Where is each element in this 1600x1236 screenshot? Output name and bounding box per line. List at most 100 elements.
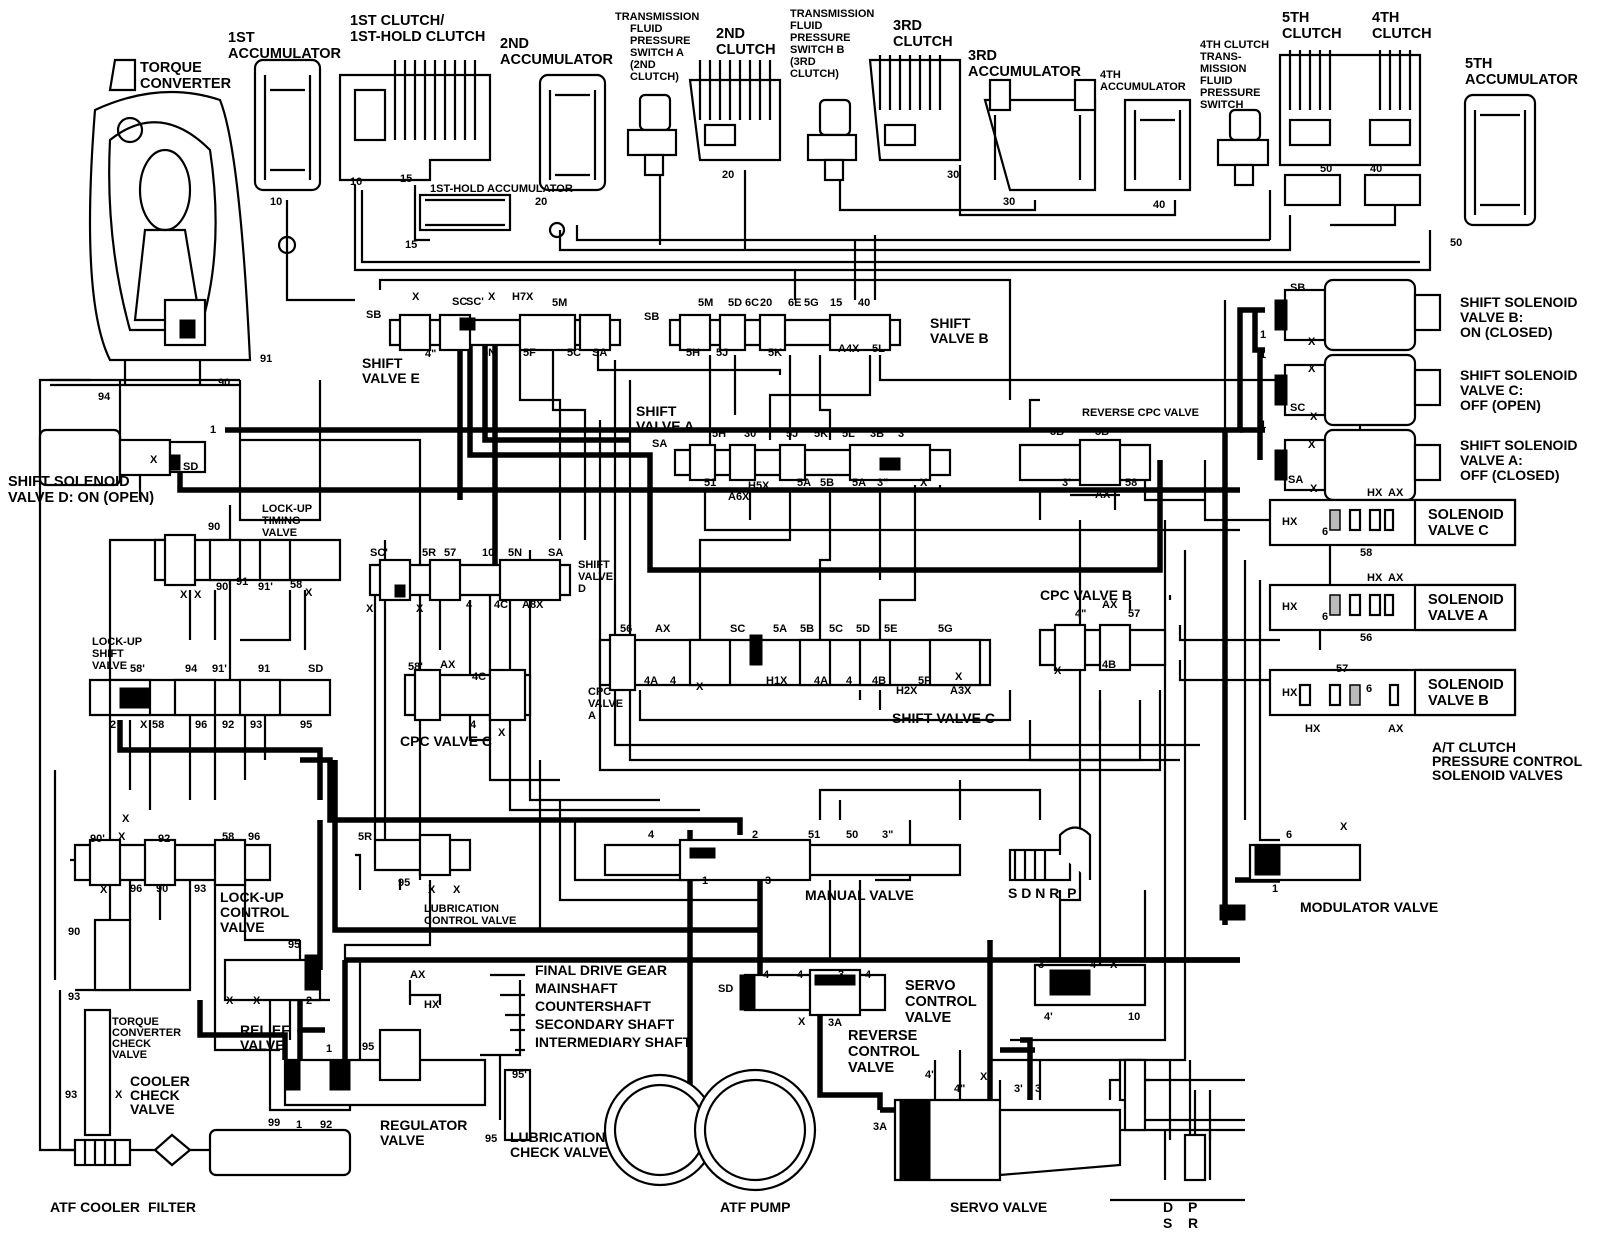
label-pos-p: P [1188,1199,1197,1215]
port-label: AX [410,969,426,981]
label-switch-4th-2: TRANS- [1200,51,1242,63]
label-at-clutch-pc-3: SOLENOID VALVES [1432,767,1563,783]
port-label: 4 [763,969,770,981]
port-label: SB [1290,282,1305,294]
port-label: 6 [1286,829,1292,841]
label-atf-pump: ATF PUMP [720,1199,791,1215]
label-solenoid-valve-a-1: SOLENOID [1428,592,1504,608]
label-solenoid-d-1: SHIFT SOLENOID [8,474,130,490]
port-label: 5M [552,297,567,309]
port-label: SB [644,311,659,323]
port-label: 30 [1003,196,1015,208]
label-relief-1: RELIEF [240,1022,290,1038]
label-secondary-shaft: SECONDARY SHAFT [535,1016,675,1032]
port-label: 6C [745,297,759,309]
label-solenoid-a-2: VALVE A: [1460,452,1523,468]
label-switch-4th-6: SWITCH [1200,99,1243,111]
label-manual-valve: MANUAL VALVE [805,887,914,903]
port-label: X [1054,665,1062,677]
port-label: 5H [686,347,700,359]
port-label: X [366,603,374,615]
port-label: 30 [744,428,756,440]
port-label: 10 [482,547,494,559]
label-clutch-3rd-1: 3RD [893,18,922,34]
label-shift-valve-d-1: SHIFT [578,559,610,571]
port-label: H2X [896,685,918,697]
port-label: 5A [773,623,787,635]
port-label: 5A [797,477,811,489]
port-label: X [140,719,148,731]
port-label: 1 [326,1043,332,1055]
port-label: 3 [838,969,844,981]
port-label: X [115,1089,123,1101]
label-lockup-shift-3: VALVE [92,660,127,672]
port-label: AX [1095,489,1111,501]
port-label: 10 [1128,1011,1140,1023]
port-label: 5G [804,297,819,309]
label-accumulator-1st-hold: 1ST-HOLD ACCUMULATOR [430,183,573,195]
port-label: 1 [702,875,708,887]
port-label: 58 [1125,477,1137,489]
label-cpc-c: CPC VALVE C [400,733,492,749]
port-label: 4 [797,969,804,981]
label-reverse-control-1: REVERSE [848,1028,918,1044]
port-label: 5R [358,831,372,843]
label-manual-positions: S D N R P [1008,885,1076,901]
label-solenoid-valve-b-1: SOLENOID [1428,677,1504,693]
port-label: 92 [222,719,234,731]
port-label: 3" [882,829,893,841]
label-clutch-2nd-2: CLUTCH [716,42,776,58]
port-label: 95' [512,1069,527,1081]
port-label: 20 [535,196,547,208]
port-label: 91' [258,581,273,593]
port-label: 5C [567,347,581,359]
port-label: X [498,727,506,739]
label-reverse-control-2: CONTROL [848,1044,920,1060]
port-label: 91 [260,353,272,365]
port-label: 3 [1035,1083,1041,1095]
label-switch-a-3: PRESSURE [630,35,691,47]
port-label: 3" [877,477,888,489]
label-accumulator-5th-2: ACCUMULATOR [1465,72,1579,88]
port-label: 4" [1075,608,1086,620]
clutch-2nd [688,60,782,162]
label-switch-a-1: TRANSMISSION [615,11,699,23]
clutch-5th-4th [1278,50,1422,207]
port-label: X [980,1071,988,1083]
label-cpc-a-1: CPC [588,686,611,698]
label-shift-valve-d-3: D [578,583,586,595]
label-relief-2: VALVE [240,1037,285,1053]
label-servo-control-2: CONTROL [905,994,977,1010]
label-clutch-4th-1: 4TH [1372,10,1399,26]
port-label: X [1310,411,1318,423]
port-label: 57 [444,547,456,559]
label-switch-4th-5: PRESSURE [1200,87,1261,99]
port-label: X [1308,363,1316,375]
label-solenoid-c-2: VALVE C: [1460,382,1523,398]
label-accumulator-1st-2: ACCUMULATOR [228,46,342,62]
port-label: 58' [130,663,145,675]
label-lockup-control-1: LOCK-UP [220,889,284,905]
label-regulator-1: REGULATOR [380,1117,467,1133]
port-label: SC [452,296,467,308]
port-label: 5C [829,623,843,635]
port-label: HX [1305,723,1321,735]
label-lockup-shift-1: LOCK-UP [92,636,142,648]
port-label: AX [1388,572,1404,584]
port-label: 1 [1272,883,1278,895]
